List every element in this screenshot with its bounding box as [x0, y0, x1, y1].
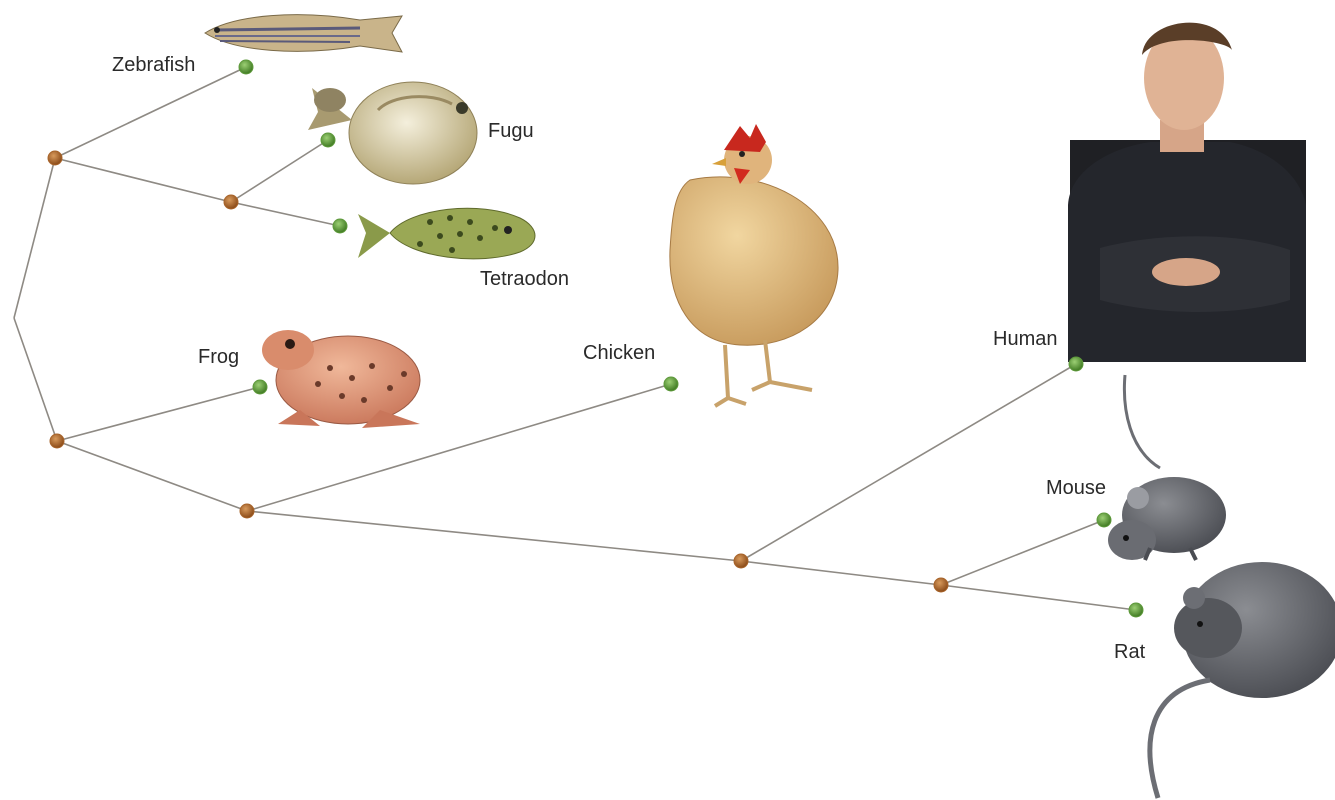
branch-tetrapod-node-to-amniote-node	[57, 441, 247, 511]
human-image	[1068, 23, 1306, 362]
branch-rodent-node-to-rat	[941, 585, 1136, 610]
label-zebrafish: Zebrafish	[112, 54, 195, 77]
branch-root-to-tetrapod-node	[14, 318, 57, 441]
label-rat: Rat	[1114, 641, 1145, 664]
zebrafish-image	[205, 15, 402, 52]
internal-node-amniote-node	[240, 504, 254, 518]
internal-node-tetrapod-node	[50, 434, 64, 448]
tree-nodes	[48, 60, 1143, 617]
fugu-image	[308, 82, 477, 184]
branch-pufferfish-node-to-tetraodon	[231, 202, 340, 226]
tree-branches	[14, 67, 1136, 610]
internal-node-mammal-node	[734, 554, 748, 568]
branch-mammal-node-to-human	[741, 364, 1076, 561]
frog-image	[262, 330, 420, 428]
internal-node-rodent-node	[934, 578, 948, 592]
internal-node-fish-node	[48, 151, 62, 165]
leaf-node-zebrafish	[239, 60, 253, 74]
leaf-node-mouse	[1097, 513, 1111, 527]
leaf-node-chicken	[664, 377, 678, 391]
label-fugu: Fugu	[488, 120, 534, 143]
label-tetraodon: Tetraodon	[480, 268, 569, 291]
branch-mammal-node-to-rodent-node	[741, 561, 941, 585]
chicken-image	[670, 124, 838, 406]
branch-pufferfish-node-to-fugu	[231, 140, 328, 202]
branch-root-to-fish-node	[14, 158, 55, 318]
mouse-image	[1108, 375, 1226, 560]
rat-image	[1150, 562, 1335, 798]
label-chicken: Chicken	[583, 342, 655, 365]
label-frog: Frog	[198, 346, 239, 369]
internal-node-pufferfish-node	[224, 195, 238, 209]
branch-fish-node-to-zebrafish	[55, 67, 246, 158]
tetraodon-image	[358, 208, 535, 259]
leaf-node-frog	[253, 380, 267, 394]
branch-amniote-node-to-mammal-node	[247, 511, 741, 561]
branch-fish-node-to-pufferfish-node	[55, 158, 231, 202]
leaf-node-fugu	[321, 133, 335, 147]
branch-tetrapod-node-to-frog	[57, 387, 260, 441]
leaf-node-human	[1069, 357, 1083, 371]
label-human: Human	[993, 328, 1057, 351]
label-mouse: Mouse	[1046, 477, 1106, 500]
leaf-node-tetraodon	[333, 219, 347, 233]
branch-rodent-node-to-mouse	[941, 520, 1104, 585]
leaf-node-rat	[1129, 603, 1143, 617]
